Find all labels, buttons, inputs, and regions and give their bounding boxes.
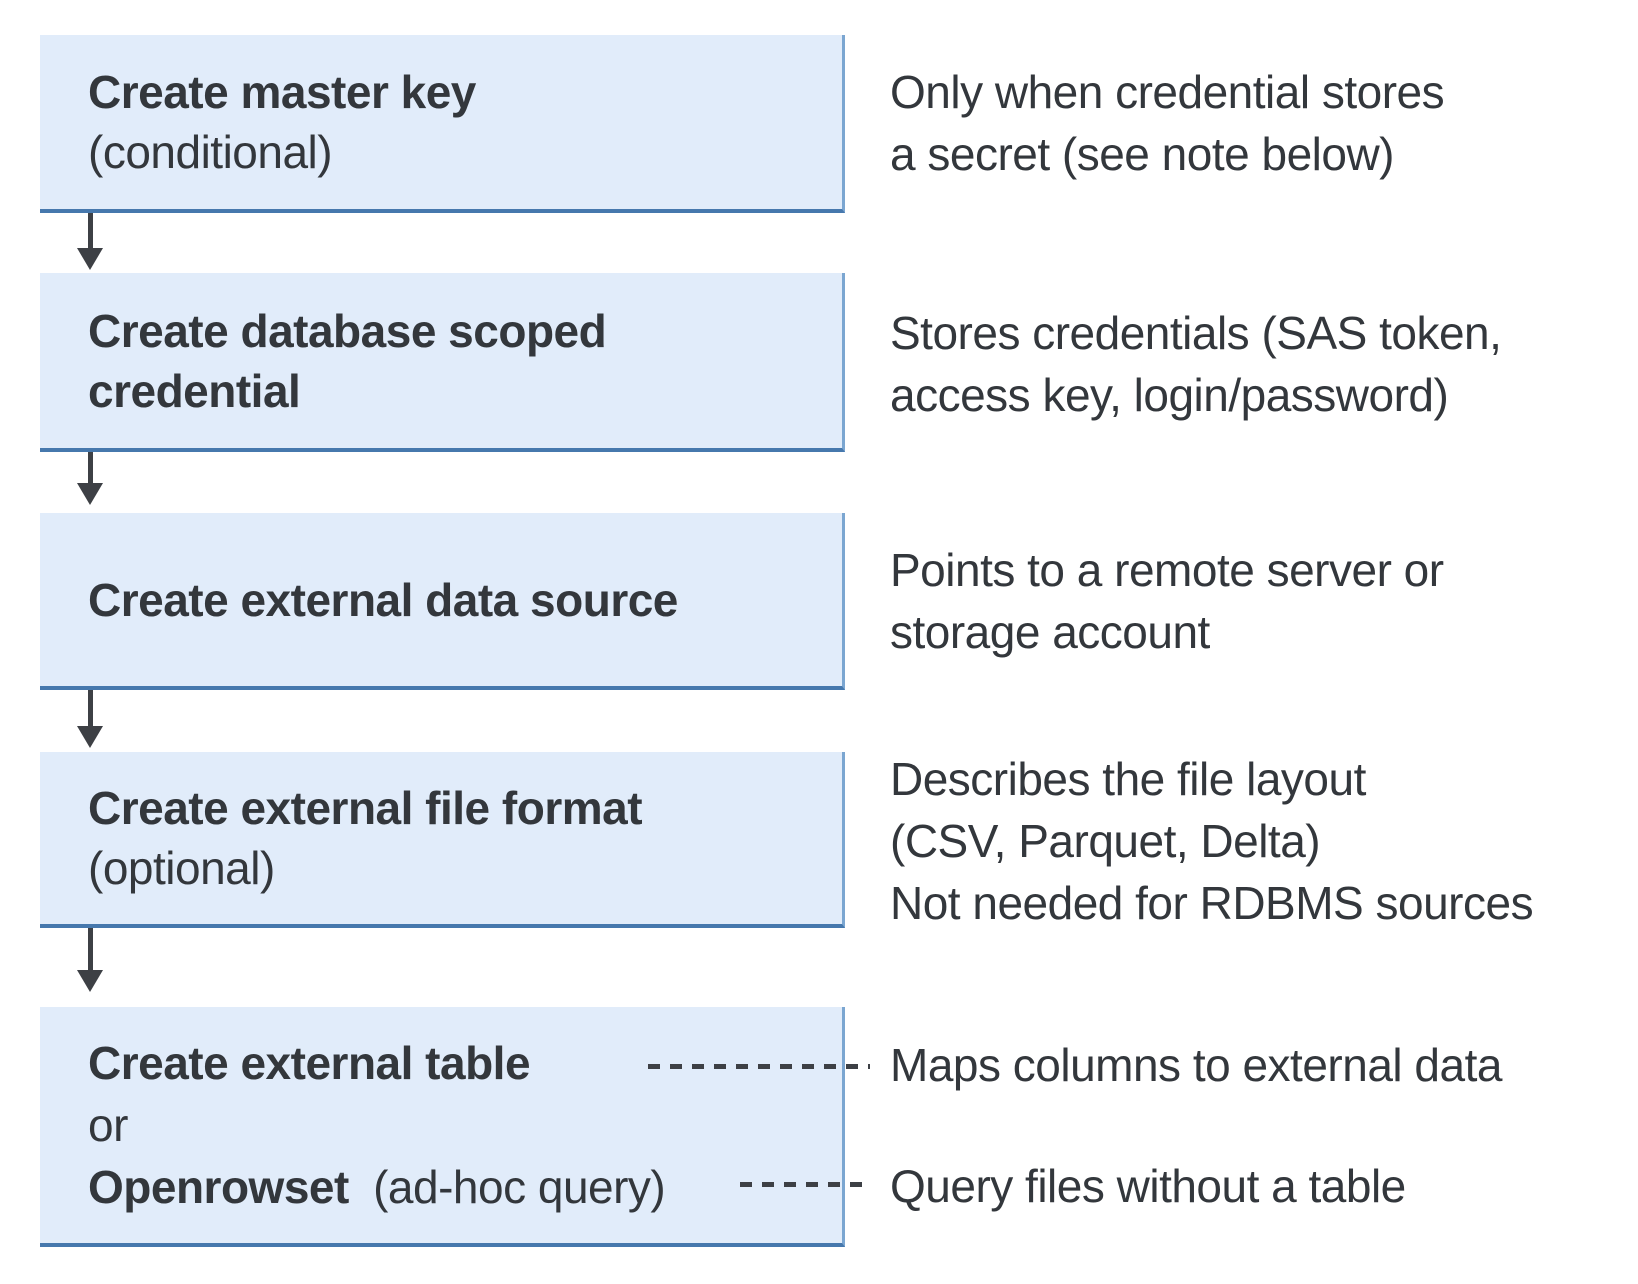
step-alt-title: Openrowset — [88, 1161, 349, 1213]
step-description: Query files without a table — [890, 1155, 1406, 1217]
arrow-stem — [87, 928, 93, 970]
description-line: Only when credential stores — [890, 66, 1445, 118]
arrow-head-icon — [77, 970, 103, 992]
description-line: a secret (see note below) — [890, 128, 1395, 180]
step-title: Create database scoped credential — [88, 304, 607, 417]
step-box-create-external-table-or-openrowset: Create external table or Openrowset (ad-… — [40, 1007, 845, 1247]
description-line: access key, login/password) — [890, 369, 1449, 421]
description-line: storage account — [890, 606, 1210, 658]
step-description: Stores credentials (SAS token, access ke… — [890, 302, 1502, 426]
step-title: Create external file format — [88, 782, 643, 834]
arrow-stem — [87, 690, 93, 726]
description-line: Stores credentials (SAS token, — [890, 307, 1502, 359]
step-note: (optional) — [88, 842, 275, 894]
arrow-head-icon — [77, 248, 103, 270]
step-alt-note: (ad-hoc query) — [373, 1161, 666, 1213]
description-line: (CSV, Parquet, Delta) — [890, 815, 1321, 867]
down-arrow — [77, 928, 103, 992]
description-line: Not needed for RDBMS sources — [890, 877, 1534, 929]
down-arrow — [77, 213, 103, 270]
step-box-create-master-key: Create master key (conditional) — [40, 35, 845, 213]
down-arrow — [77, 452, 103, 505]
step-description: Points to a remote server or storage acc… — [890, 539, 1444, 663]
arrow-stem — [87, 452, 93, 483]
step-title: Create master key — [88, 66, 476, 118]
description-line: Query files without a table — [890, 1160, 1406, 1212]
openrowset-line: Openrowset (ad-hoc query) — [88, 1156, 842, 1218]
dashed-connector — [648, 1064, 870, 1069]
step-title: Create external data source — [88, 573, 678, 626]
description-line: Maps columns to external data — [890, 1039, 1502, 1091]
step-box-create-database-scoped-credential: Create database scoped credential — [40, 273, 845, 452]
arrow-stem — [87, 213, 93, 248]
step-description: Only when credential stores a secret (se… — [890, 61, 1445, 185]
dashed-connector — [740, 1182, 868, 1187]
step-note: (conditional) — [88, 126, 333, 178]
or-label: or — [88, 1099, 128, 1151]
step-description: Maps columns to external data — [890, 1034, 1502, 1096]
description-line: Points to a remote server or — [890, 544, 1444, 596]
down-arrow — [77, 690, 103, 748]
arrow-head-icon — [77, 483, 103, 505]
step-box-create-external-file-format: Create external file format (optional) — [40, 752, 845, 928]
description-line: Describes the file layout — [890, 753, 1366, 805]
step-box-create-external-data-source: Create external data source — [40, 513, 845, 690]
step-description: Describes the file layout (CSV, Parquet,… — [890, 748, 1534, 934]
arrow-head-icon — [77, 726, 103, 748]
step-title: Create external table — [88, 1037, 531, 1089]
